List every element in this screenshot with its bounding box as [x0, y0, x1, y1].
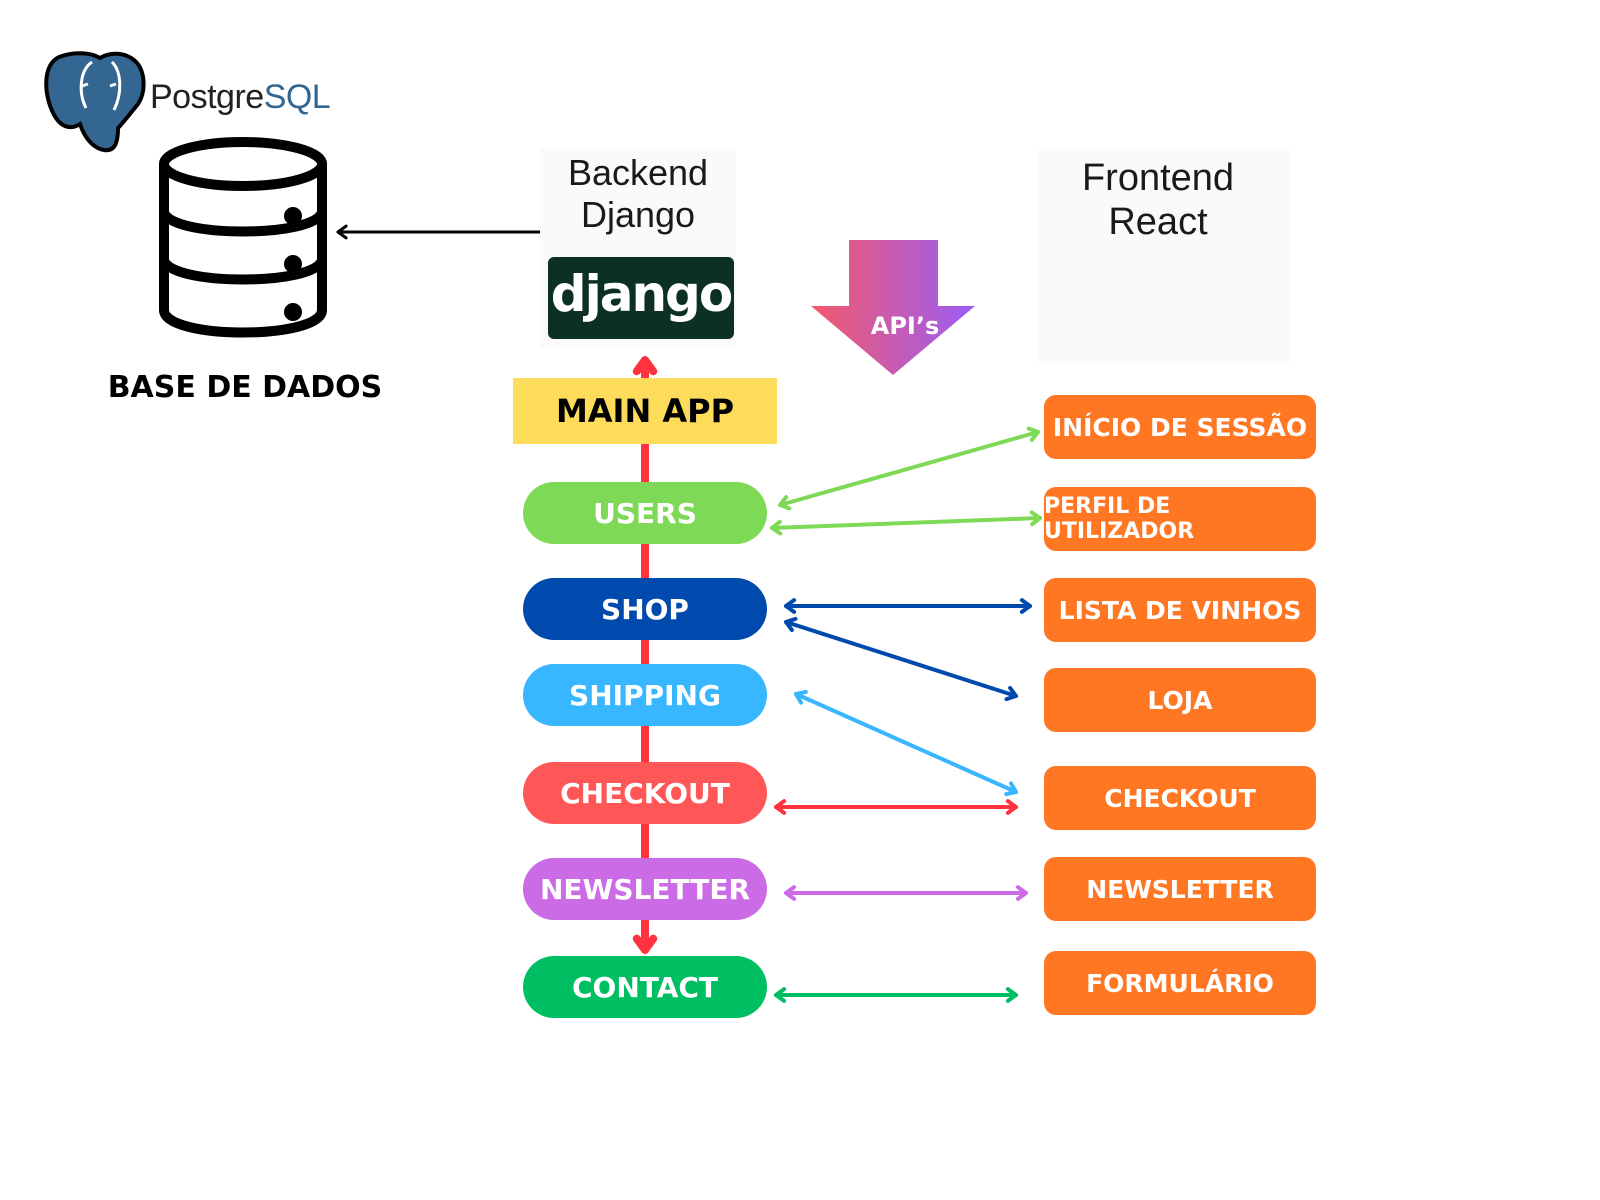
database-indicator-dots [284, 207, 302, 321]
connector-shop-lista-de-vinhos-head-start [784, 598, 797, 614]
screen-label: LISTA DE VINHOS [1058, 595, 1302, 625]
connector-users-inicio-de-sessao-line [778, 430, 1040, 507]
module-checkout: CHECKOUT [523, 762, 767, 824]
module-label: SHIPPING [569, 678, 721, 712]
module-label: CHECKOUT [560, 776, 730, 810]
backend-title-line2: Django [580, 194, 696, 235]
frontend-title-line2: React [1108, 201, 1208, 243]
postgresql-wordmark-primary: Postgre [150, 78, 264, 116]
screen-label: NEWSLETTER [1086, 874, 1274, 904]
main-app-box: MAIN APP [513, 378, 777, 444]
module-shop: SHOP [523, 578, 767, 640]
api-down-arrow [811, 240, 975, 375]
screen-label: FORMULÁRIO [1086, 968, 1274, 998]
connector-users-inicio-de-sessao-head-end [1026, 426, 1040, 442]
postgresql-elephant-icon [44, 51, 146, 153]
screen-label: PERFIL DE UTILIZADOR [1044, 494, 1195, 544]
flow-arrow-up-head [632, 356, 658, 376]
backend-title: Backend Django [540, 152, 736, 236]
connector-shipping-checkout-head-start [794, 689, 808, 705]
screen-inicio-de-sessao: INÍCIO DE SESSÃO [1044, 395, 1316, 459]
frontend-title-line1: Frontend [1081, 157, 1235, 199]
connector-contact-formulario-head-end [1005, 987, 1018, 1003]
connector-contact-formulario-head-start [774, 987, 787, 1003]
backend-title-line1: Backend [567, 152, 709, 193]
connector-users-perfil-de-utilizador-head-start [770, 519, 783, 536]
connector-shop-loja-head-end [1004, 685, 1018, 702]
connector-checkout-checkout-head-end [1005, 799, 1018, 815]
connector-shop-loja-head-start [784, 616, 798, 633]
connector-database-backend-head-start [336, 224, 348, 240]
connector-newsletter-newsletter-head-end [1015, 885, 1028, 901]
connector-shop-loja-line [784, 620, 1018, 698]
flow-arrow-down-head [632, 934, 658, 954]
screen-formulario: FORMULÁRIO [1044, 951, 1316, 1015]
connector-shop-lista-de-vinhos-head-end [1019, 598, 1032, 614]
module-shipping: SHIPPING [523, 664, 767, 726]
module-contact: CONTACT [523, 956, 767, 1018]
connector-users-perfil-de-utilizador-head-end [1029, 510, 1042, 527]
module-users: USERS [523, 482, 767, 544]
connector-checkout-checkout-head-start [774, 799, 787, 815]
postgresql-wordmark: PostgreSQL [150, 78, 331, 117]
frontend-title: Frontend React [1038, 156, 1278, 244]
screen-newsletter: NEWSLETTER [1044, 857, 1316, 921]
connector-shipping-checkout-head-end [1004, 781, 1018, 797]
connector-shipping-checkout-line [794, 692, 1018, 794]
frontend-panel [1038, 148, 1290, 363]
module-label: USERS [593, 496, 697, 530]
screen-perfil-de-utilizador: PERFIL DE UTILIZADOR [1044, 487, 1316, 551]
database-label: BASE DE DADOS [107, 370, 383, 405]
database-cylinder-icon [159, 137, 327, 338]
django-logo: django [548, 257, 734, 339]
connector-users-perfil-de-utilizador-line [770, 516, 1042, 530]
screen-label: LOJA [1147, 685, 1213, 715]
screen-lista-de-vinhos: LISTA DE VINHOS [1044, 578, 1316, 642]
module-label: NEWSLETTER [539, 872, 751, 906]
module-label: CONTACT [571, 970, 719, 1004]
api-label: API’s [870, 312, 940, 340]
screen-label: CHECKOUT [1104, 783, 1256, 813]
module-newsletter: NEWSLETTER [523, 858, 767, 920]
screen-loja: LOJA [1044, 668, 1316, 732]
screen-checkout: CHECKOUT [1044, 766, 1316, 830]
screen-label: INÍCIO DE SESSÃO [1052, 412, 1308, 442]
postgresql-wordmark-secondary: SQL [263, 78, 331, 116]
connector-users-inicio-de-sessao-head-start [778, 495, 792, 511]
module-label: SHOP [601, 592, 689, 626]
connector-newsletter-newsletter-head-start [784, 885, 797, 901]
